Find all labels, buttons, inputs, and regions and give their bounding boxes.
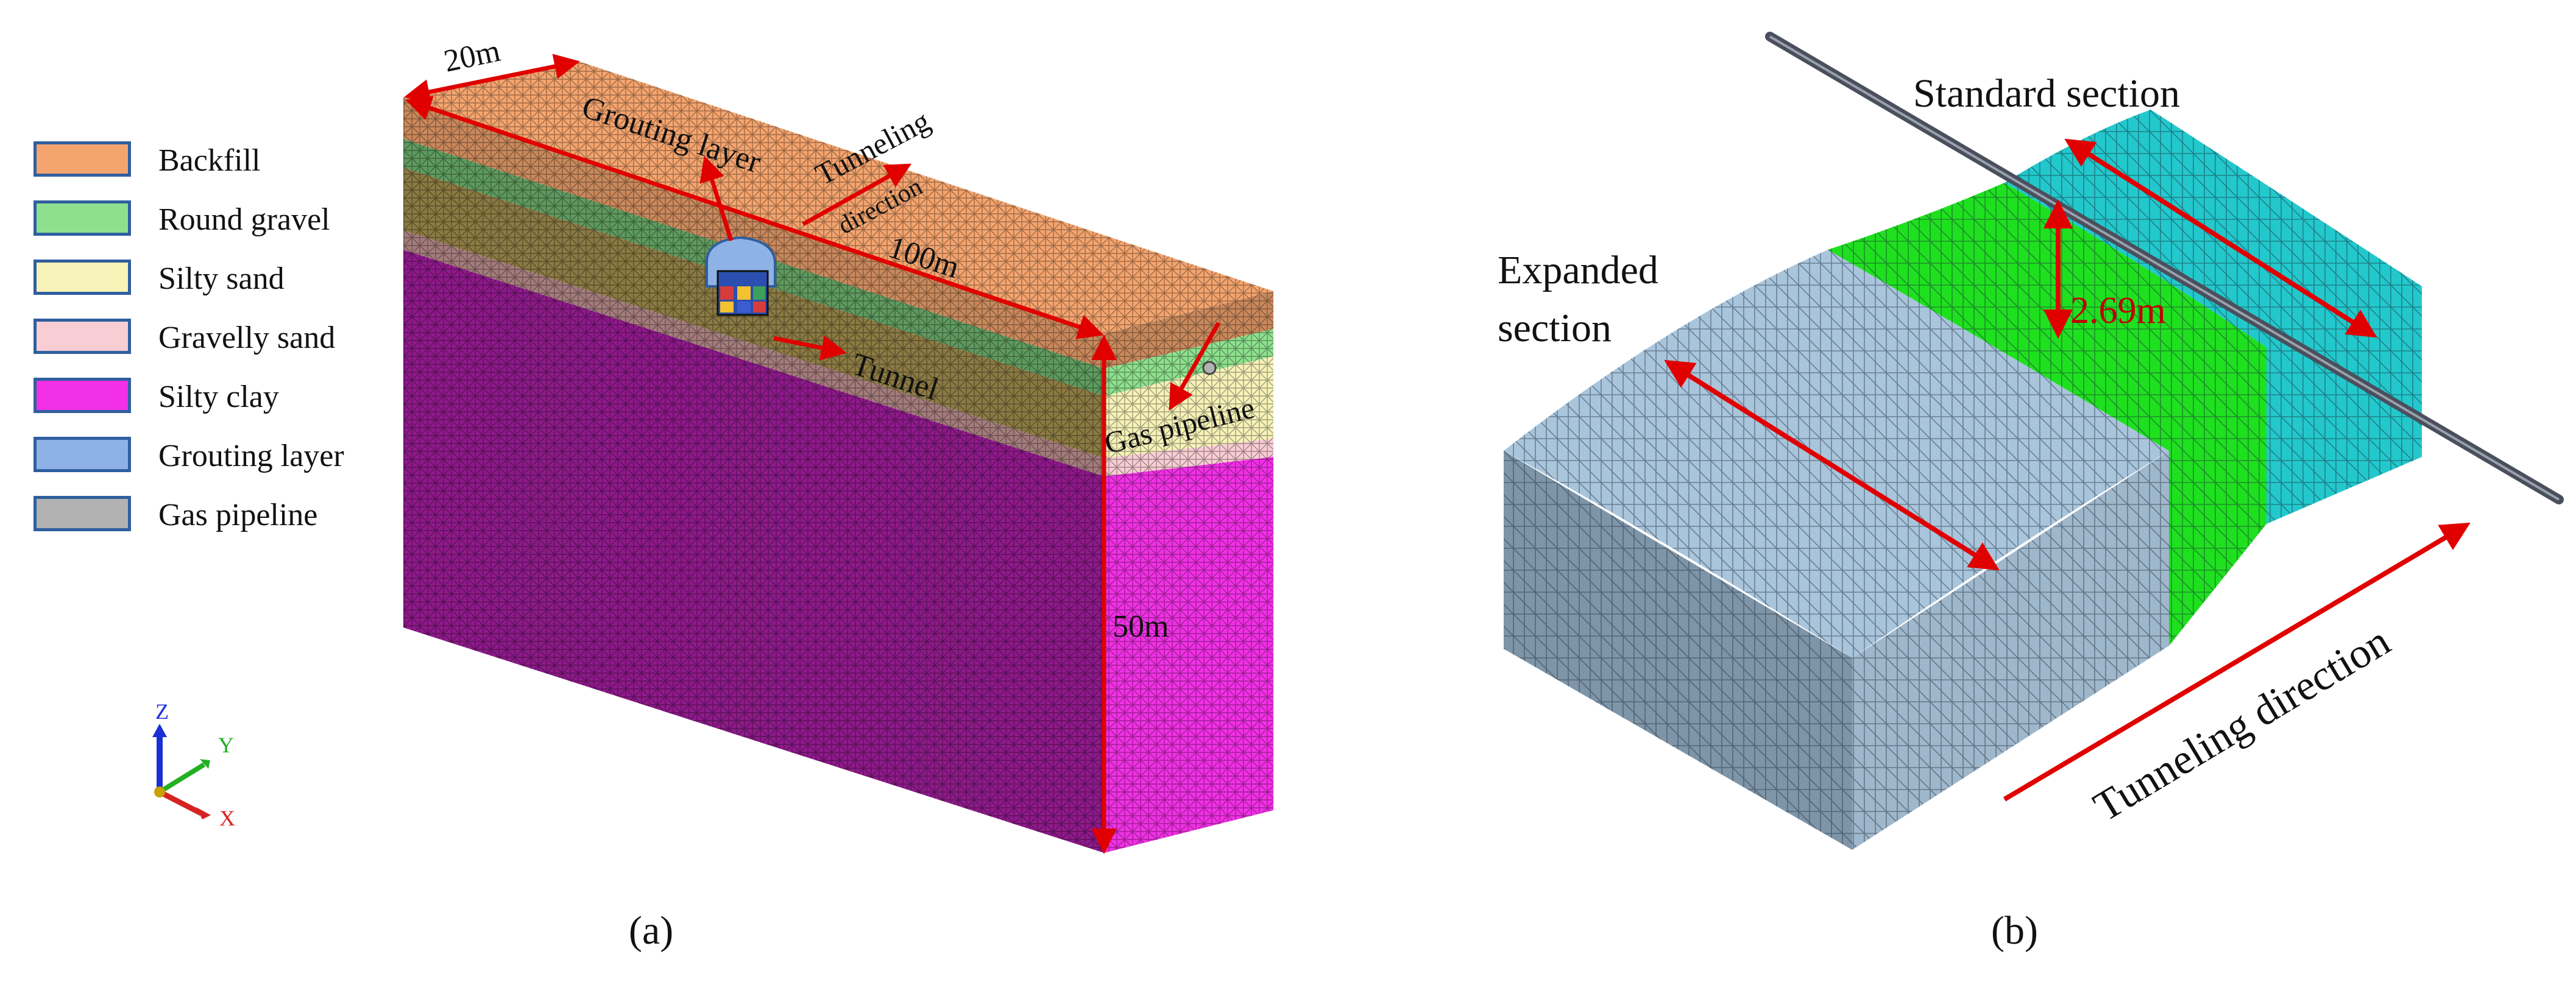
expanded-section-label-line2: section — [1498, 306, 1612, 350]
caption-b: (b) — [1991, 908, 2038, 953]
legend-label: Silty sand — [158, 261, 285, 296]
legend-item-silty-sand: Silty sand — [34, 260, 460, 299]
tunneling-direction-arrow-b — [2003, 522, 2471, 802]
legend-label: Round gravel — [158, 202, 330, 237]
panel-b-model: Standard section Expanded section 2.69m … — [1498, 32, 2564, 850]
expanded-section-arrow — [1664, 359, 2000, 571]
axis-y-label: Y — [218, 733, 234, 757]
axis-x-label: X — [219, 806, 235, 830]
legend-item-backfill: Backfill — [34, 141, 460, 180]
gas-pipeline-end — [1202, 361, 1217, 375]
depth-label: 50m — [1113, 609, 1169, 644]
legend-item-grouting-layer: Grouting layer — [34, 437, 460, 476]
tunnel-pointer-arrow — [773, 335, 847, 361]
legend-item-round-gravel: Round gravel — [34, 200, 460, 239]
tunneling-direction-arrow — [802, 163, 912, 227]
tunnel-cross-section — [706, 236, 776, 316]
grouting-pointer-arrow — [699, 155, 734, 242]
legend-swatch — [34, 200, 131, 236]
legend-item-silty-clay: Silty clay — [34, 378, 460, 417]
width-label: 20m — [441, 34, 503, 79]
length-arrow — [405, 96, 1104, 339]
panel-a-model: 20m Grouting layer Tunneling direction 1… — [403, 34, 1273, 854]
legend-swatch — [34, 378, 131, 413]
gas-pipeline-pointer-arrow — [1169, 322, 1221, 411]
standard-section-arrow — [2064, 138, 2377, 338]
legend-label: Backfill — [158, 143, 261, 178]
legend-swatch — [34, 260, 131, 295]
caption-a: (a) — [629, 908, 674, 953]
legend-label: Grouting layer — [158, 439, 344, 473]
legend-label: Silty clay — [158, 380, 279, 414]
legend-swatch — [34, 319, 131, 354]
legend-item-gravelly-sand: Gravelly sand — [34, 319, 460, 358]
legend-item-gas-pipeline: Gas pipeline — [34, 496, 460, 535]
width-arrow — [404, 54, 580, 105]
standard-section-label: Standard section — [1913, 71, 2180, 116]
legend-label: Gravelly sand — [158, 320, 336, 355]
legend-swatch — [34, 141, 131, 177]
legend-swatch — [34, 496, 131, 531]
legend-swatch — [34, 437, 131, 472]
expanded-section-label-line1: Expanded — [1498, 248, 1658, 292]
legend-label: Gas pipeline — [158, 498, 318, 532]
axis-z-label: Z — [155, 699, 169, 724]
distance-label: 2.69m — [2070, 290, 2166, 331]
axis-triad: Z Y X — [152, 699, 235, 830]
